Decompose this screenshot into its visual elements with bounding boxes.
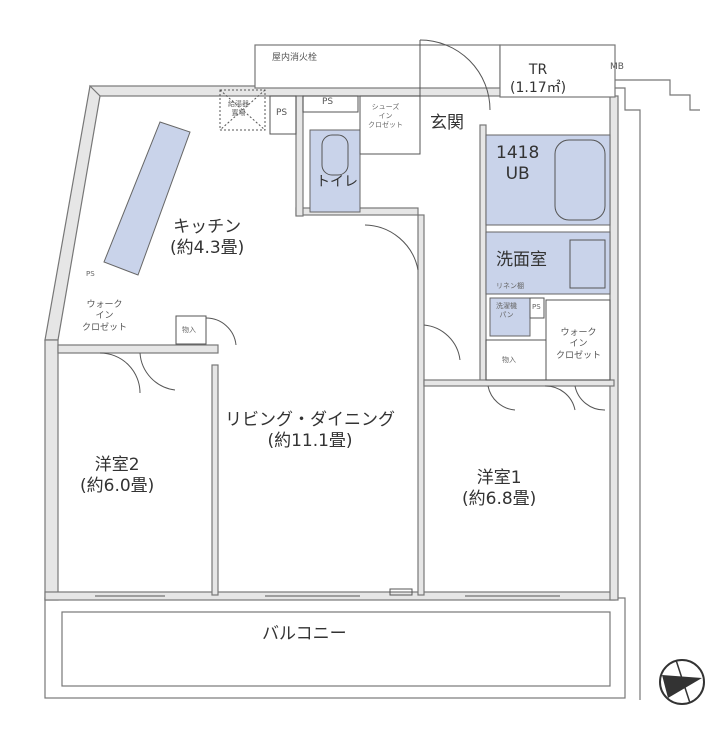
water-heater-line: 置場 <box>231 108 246 117</box>
unit-bath-name: UB <box>505 164 530 185</box>
shoes-closet-line: クロゼット <box>368 120 403 129</box>
balcony-label: バルコニー <box>262 624 347 644</box>
toilet-label: トイレ <box>316 174 358 190</box>
toilet-area <box>309 129 361 213</box>
closet-line: イン <box>569 339 588 350</box>
washer-pan-line: パン <box>499 310 514 319</box>
storage-right-label: 物入 <box>502 356 516 364</box>
kitchen-counter <box>103 121 191 276</box>
western-room-1-name: 洋室1 <box>476 468 522 488</box>
left-wall <box>44 339 59 601</box>
balcony-inner <box>61 611 611 687</box>
shoes-closet-box <box>359 95 421 155</box>
right-wall <box>609 95 619 601</box>
living-dining-area: (約11.1畳) <box>267 431 353 452</box>
closet-line: ウォーク <box>86 300 123 310</box>
fire-hydrant-box <box>254 44 501 89</box>
water-heater-line: 給湯器 <box>228 100 249 108</box>
north-arrow-icon <box>659 659 705 705</box>
ld-left-wall <box>211 364 219 596</box>
ld-right-wall <box>417 214 425 596</box>
shoes-closet-label: シューズインクロゼット <box>368 103 403 129</box>
water-heater-label: 給湯器置場 <box>228 100 249 118</box>
western-room-1-label: 洋室1(約6.8畳) <box>462 468 536 511</box>
ps-label: PS <box>322 97 334 107</box>
storage-left-label: 物入 <box>182 326 196 334</box>
trunk-room-area: (1.17㎡) <box>510 79 567 96</box>
western-room-2-area: (約6.0畳) <box>80 476 155 497</box>
western-room-2-name: 洋室2 <box>94 455 140 475</box>
living-dining-name: リビング・ダイニング <box>225 410 395 430</box>
washer-pan-area <box>489 297 531 337</box>
washroom-label: 洗面室 <box>496 250 547 270</box>
kitchen-label: キッチン(約4.3畳) <box>170 217 244 260</box>
kitchen-area: (約4.3畳) <box>170 238 245 259</box>
ps-label: PS <box>86 270 95 278</box>
kitchen-name: キッチン <box>173 217 242 237</box>
linen-shelf-label: リネン棚 <box>496 282 524 290</box>
washer-pan-label: 洗濯機パン <box>496 302 517 320</box>
unit-bath-area <box>485 134 611 226</box>
closet-line: クロゼット <box>82 322 128 333</box>
unit-bath-size: 1418 <box>496 143 540 163</box>
closet-line: ウォーク <box>560 328 597 338</box>
trunk-room-name: TR <box>528 62 548 78</box>
washroom-area <box>485 231 611 295</box>
water-heater-box <box>219 89 266 131</box>
balcony-outline <box>44 597 626 699</box>
western-room-2-label: 洋室2(約6.0畳) <box>80 455 154 498</box>
meter-box-label: MB <box>610 62 624 72</box>
closet-line: イン <box>95 311 114 322</box>
fire-hydrant-label: 屋内消火栓 <box>272 53 318 63</box>
trunk-room-label: TR(1.17㎡) <box>510 62 566 97</box>
entrance-label: 玄関 <box>430 113 464 133</box>
living-dining-label: リビング・ダイニング(約11.1畳) <box>225 410 395 453</box>
ps-label: PS <box>276 108 288 118</box>
walk-in-closet-left-label: ウォークインクロゼット <box>82 300 127 334</box>
bathtub <box>554 139 606 221</box>
closet-line: クロゼット <box>556 350 602 361</box>
washer-pan-line: 洗濯機 <box>496 302 517 310</box>
toilet-bowl <box>321 134 349 176</box>
shoes-closet-line: シューズ <box>371 103 400 111</box>
western-room-1-area: (約6.8畳) <box>462 489 537 510</box>
ps-label: PS <box>532 303 541 311</box>
shoes-closet-line: イン <box>378 111 393 120</box>
walk-in-closet-right-label: ウォークインクロゼット <box>556 328 601 362</box>
wash-basin <box>569 239 606 289</box>
